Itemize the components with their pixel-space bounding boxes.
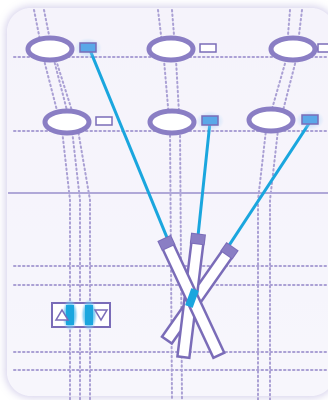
transfer-line-1 — [88, 48, 170, 242]
up-triangle-icon[interactable] — [54, 308, 70, 321]
well-A3[interactable] — [268, 35, 328, 63]
pipette-cap — [220, 242, 239, 260]
pipette-cap — [157, 234, 176, 252]
well-ring — [246, 106, 296, 134]
well-B3[interactable] — [246, 106, 324, 134]
transfer-line-3 — [224, 120, 312, 252]
well-ring — [25, 35, 75, 63]
guide-col-2b — [171, 9, 183, 400]
level-control[interactable] — [51, 299, 111, 331]
well-ring — [42, 108, 92, 136]
guide-col-1a — [33, 9, 71, 400]
well-ring — [146, 35, 196, 63]
well-B1[interactable] — [42, 108, 113, 136]
well-A2[interactable] — [146, 35, 217, 63]
guide-col-3a — [257, 9, 291, 400]
well-row-top — [25, 35, 328, 63]
well-B2[interactable] — [147, 108, 224, 136]
well-ring — [147, 108, 197, 136]
slot-active — [201, 115, 219, 126]
well-A1[interactable] — [25, 35, 102, 63]
well-row-second — [42, 106, 324, 136]
guide-col-3b — [269, 9, 303, 400]
transfer-line-2 — [196, 120, 212, 238]
slot-active — [79, 42, 97, 53]
down-triangle-icon[interactable] — [93, 309, 109, 322]
well-ring — [268, 35, 318, 63]
guide-col-1b — [43, 9, 81, 400]
pipette-cap — [189, 232, 206, 246]
slot-empty — [199, 43, 217, 53]
slot-empty — [95, 116, 113, 126]
transfer-lines — [88, 48, 312, 252]
pipette-bundle — [157, 232, 239, 360]
pipette-crossing-highlight — [185, 288, 199, 308]
slot-active — [301, 114, 319, 125]
slot-empty — [317, 43, 328, 53]
